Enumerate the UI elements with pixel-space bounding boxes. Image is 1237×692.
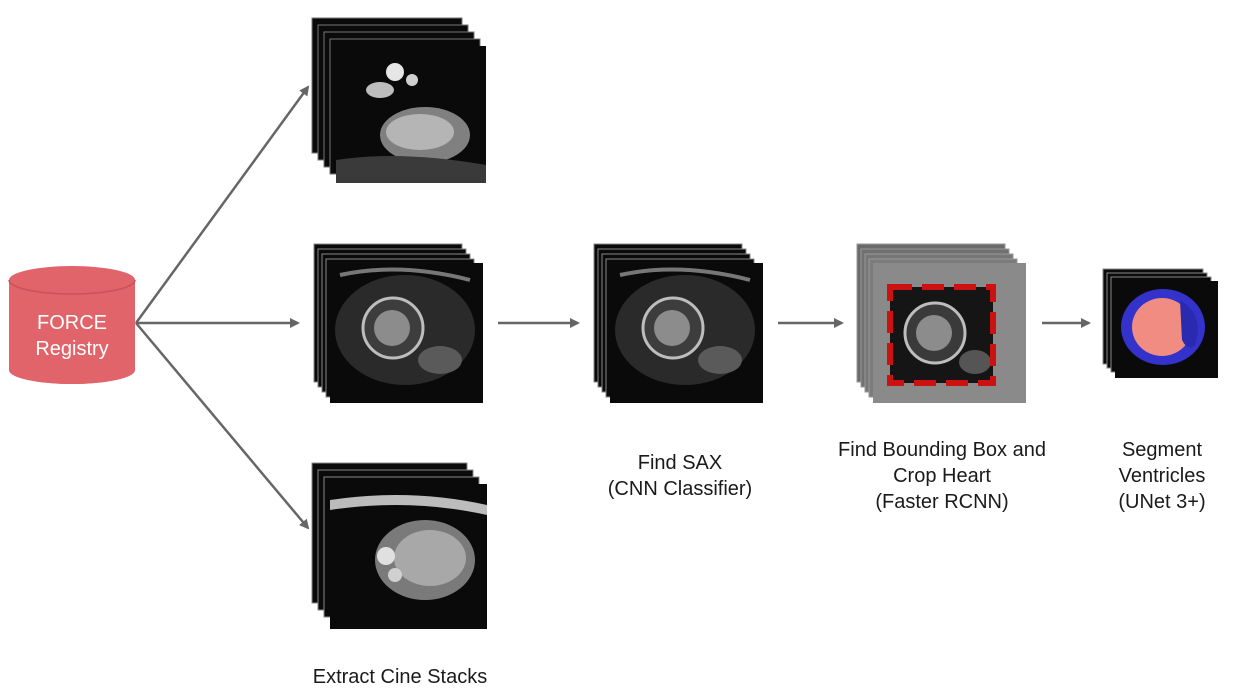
bounding-box-label: Find Bounding Box and Crop Heart (Faster… bbox=[822, 437, 1062, 515]
bounding-box-stack bbox=[857, 244, 1026, 403]
segment-line1: Segment bbox=[1092, 437, 1232, 463]
cine-stack-bottom bbox=[312, 463, 487, 629]
segment-line2: Ventricles bbox=[1092, 463, 1232, 489]
find-sax-label: Find SAX (CNN Classifier) bbox=[580, 450, 780, 502]
arrow-registry-to-bottom bbox=[136, 323, 308, 528]
segment-line3: (UNet 3+) bbox=[1092, 489, 1232, 515]
registry-label: FORCE Registry bbox=[9, 310, 135, 362]
registry-label-line1: FORCE bbox=[9, 310, 135, 336]
find-sax-line2: (CNN Classifier) bbox=[580, 476, 780, 502]
arrow-registry-to-top bbox=[136, 87, 308, 323]
segment-label: Segment Ventricles (UNet 3+) bbox=[1092, 437, 1232, 515]
bounding-box-line2: Crop Heart bbox=[822, 463, 1062, 489]
registry-label-line2: Registry bbox=[9, 336, 135, 362]
cine-stack-middle bbox=[314, 244, 483, 403]
find-sax-line1: Find SAX bbox=[580, 450, 780, 476]
segmentation-stack bbox=[1103, 269, 1218, 378]
bounding-box-line3: (Faster RCNN) bbox=[822, 489, 1062, 515]
bounding-box-line1: Find Bounding Box and bbox=[822, 437, 1062, 463]
cine-stack-top bbox=[312, 18, 486, 183]
sax-stack bbox=[594, 244, 763, 403]
extract-cine-stacks-label: Extract Cine Stacks bbox=[280, 664, 520, 690]
